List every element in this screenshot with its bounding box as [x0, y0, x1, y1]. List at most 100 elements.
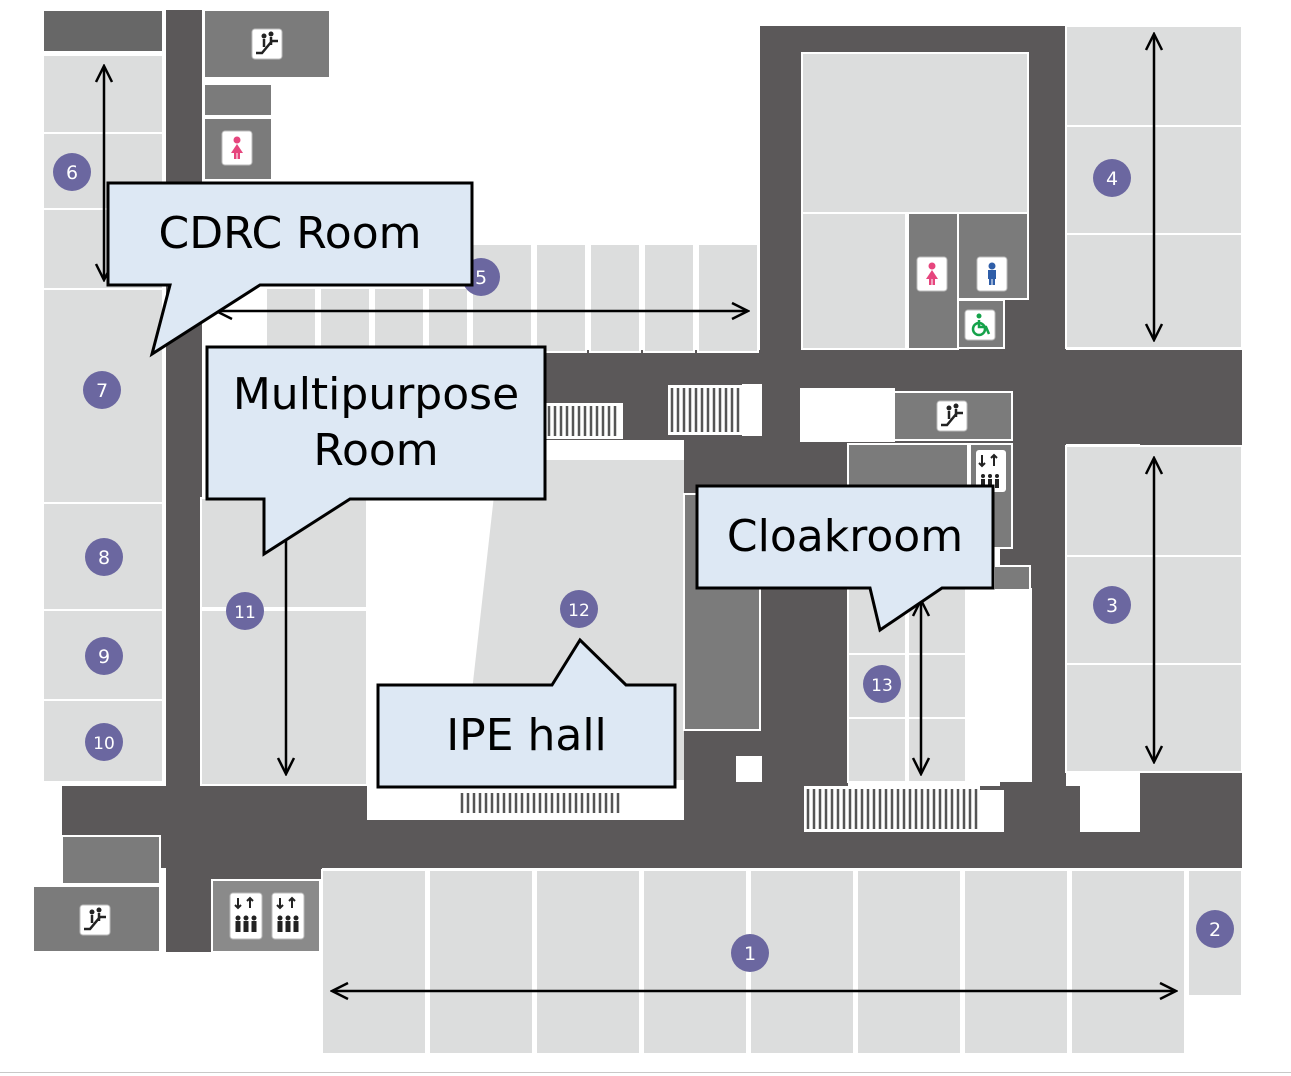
room-number: 8	[98, 547, 110, 569]
callout-cdrc-bubble	[106, 181, 474, 358]
room-number: 1	[744, 943, 756, 965]
room-block	[42, 288, 164, 504]
callout-cdrc-room[interactable]: CDRC Room	[158, 208, 422, 259]
elevator-icon	[976, 450, 1006, 492]
extent-arrows	[104, 34, 1176, 991]
room-block	[321, 869, 427, 1055]
facility-icons	[79, 28, 1008, 940]
escalator-icon	[251, 28, 283, 60]
room-block	[265, 287, 317, 351]
service-block	[993, 565, 1031, 591]
void-area	[736, 756, 762, 782]
room-badge-circle	[1093, 159, 1131, 197]
room-block	[749, 869, 855, 1055]
callout-ipe-hall[interactable]: IPE hall	[446, 710, 607, 761]
room-badge-circle	[83, 371, 121, 409]
callout-cloakroom-bubble	[695, 484, 995, 633]
void-area	[980, 790, 1004, 832]
service-layer	[32, 9, 1031, 953]
room-block	[535, 243, 587, 353]
escalator-icon	[936, 400, 968, 432]
room-block	[963, 869, 1069, 1055]
room-number: 2	[1209, 919, 1221, 941]
room-block	[1070, 869, 1186, 1055]
room-badge-circle	[53, 153, 91, 191]
room-badge: 12	[560, 590, 598, 628]
room-block	[801, 212, 907, 350]
room-block	[373, 287, 425, 351]
room-block	[801, 52, 1029, 214]
room-block	[589, 243, 641, 353]
room-badge: 9	[85, 637, 123, 675]
void-area	[742, 384, 762, 436]
room-number: 13	[871, 676, 893, 696]
room-block	[907, 653, 967, 719]
room-block	[200, 609, 368, 786]
room-number: 9	[98, 646, 110, 668]
room-badge: 1	[731, 934, 769, 972]
room-badge-circle	[1196, 910, 1234, 948]
bottom-divider	[0, 1072, 1291, 1073]
room-badge: 7	[83, 371, 121, 409]
stairs	[804, 786, 980, 832]
room-badge-circle	[731, 934, 769, 972]
callout-shapes	[106, 181, 995, 789]
callout-multipurpose-bubble	[205, 345, 547, 557]
void-area	[1080, 772, 1140, 832]
room-badge: 6	[53, 153, 91, 191]
elevator-icon	[229, 892, 263, 940]
service-block	[203, 83, 273, 117]
room-block	[642, 869, 748, 1055]
room-badge: 4	[1093, 159, 1131, 197]
room-number: 4	[1106, 168, 1118, 190]
stairs	[668, 385, 742, 435]
room-badge: 10	[85, 723, 123, 761]
room-badge: 11	[226, 592, 264, 630]
service-block	[61, 835, 161, 885]
room-badge: 13	[863, 665, 901, 703]
room-badge: 8	[85, 538, 123, 576]
room-block	[427, 287, 469, 351]
service-block	[847, 443, 969, 493]
callout-multipurpose-room[interactable]: Multipurpose Room	[232, 369, 520, 476]
room-badge-circle	[560, 590, 598, 628]
callout-ipe-bubble	[376, 637, 677, 789]
female-restroom-icon	[916, 256, 948, 292]
room-block	[643, 243, 695, 353]
room-badge-circle	[863, 665, 901, 703]
callout-cloakroom[interactable]: Cloakroom	[726, 511, 964, 562]
service-block	[42, 9, 164, 53]
room-block	[856, 869, 962, 1055]
room-number: 10	[93, 734, 115, 754]
female-restroom-icon	[221, 130, 253, 166]
room-number: 3	[1106, 595, 1118, 617]
room-number: 11	[234, 603, 256, 623]
elevator-icon	[271, 892, 305, 940]
room-block	[428, 869, 534, 1055]
room-number: 7	[96, 380, 108, 402]
room-number: 6	[66, 162, 78, 184]
room-badge-circle	[226, 592, 264, 630]
room-badge-circle	[1093, 586, 1131, 624]
room-badge: 3	[1093, 586, 1131, 624]
room-badge-circle	[85, 723, 123, 761]
void-area	[800, 388, 895, 442]
stairs	[458, 790, 624, 816]
room-block	[319, 287, 371, 351]
void-area	[970, 588, 1032, 782]
room-badge-circle	[85, 538, 123, 576]
room-badge: 2	[1196, 910, 1234, 948]
room-badge-circle	[85, 637, 123, 675]
male-restroom-icon	[976, 256, 1008, 292]
room-number: 12	[568, 601, 590, 621]
room-block	[535, 869, 641, 1055]
escalator-icon	[79, 904, 111, 936]
room-block	[847, 717, 907, 783]
room-number: 5	[475, 267, 487, 289]
accessible-restroom-icon	[964, 309, 996, 341]
stairs	[545, 403, 623, 439]
room-block	[697, 243, 759, 353]
